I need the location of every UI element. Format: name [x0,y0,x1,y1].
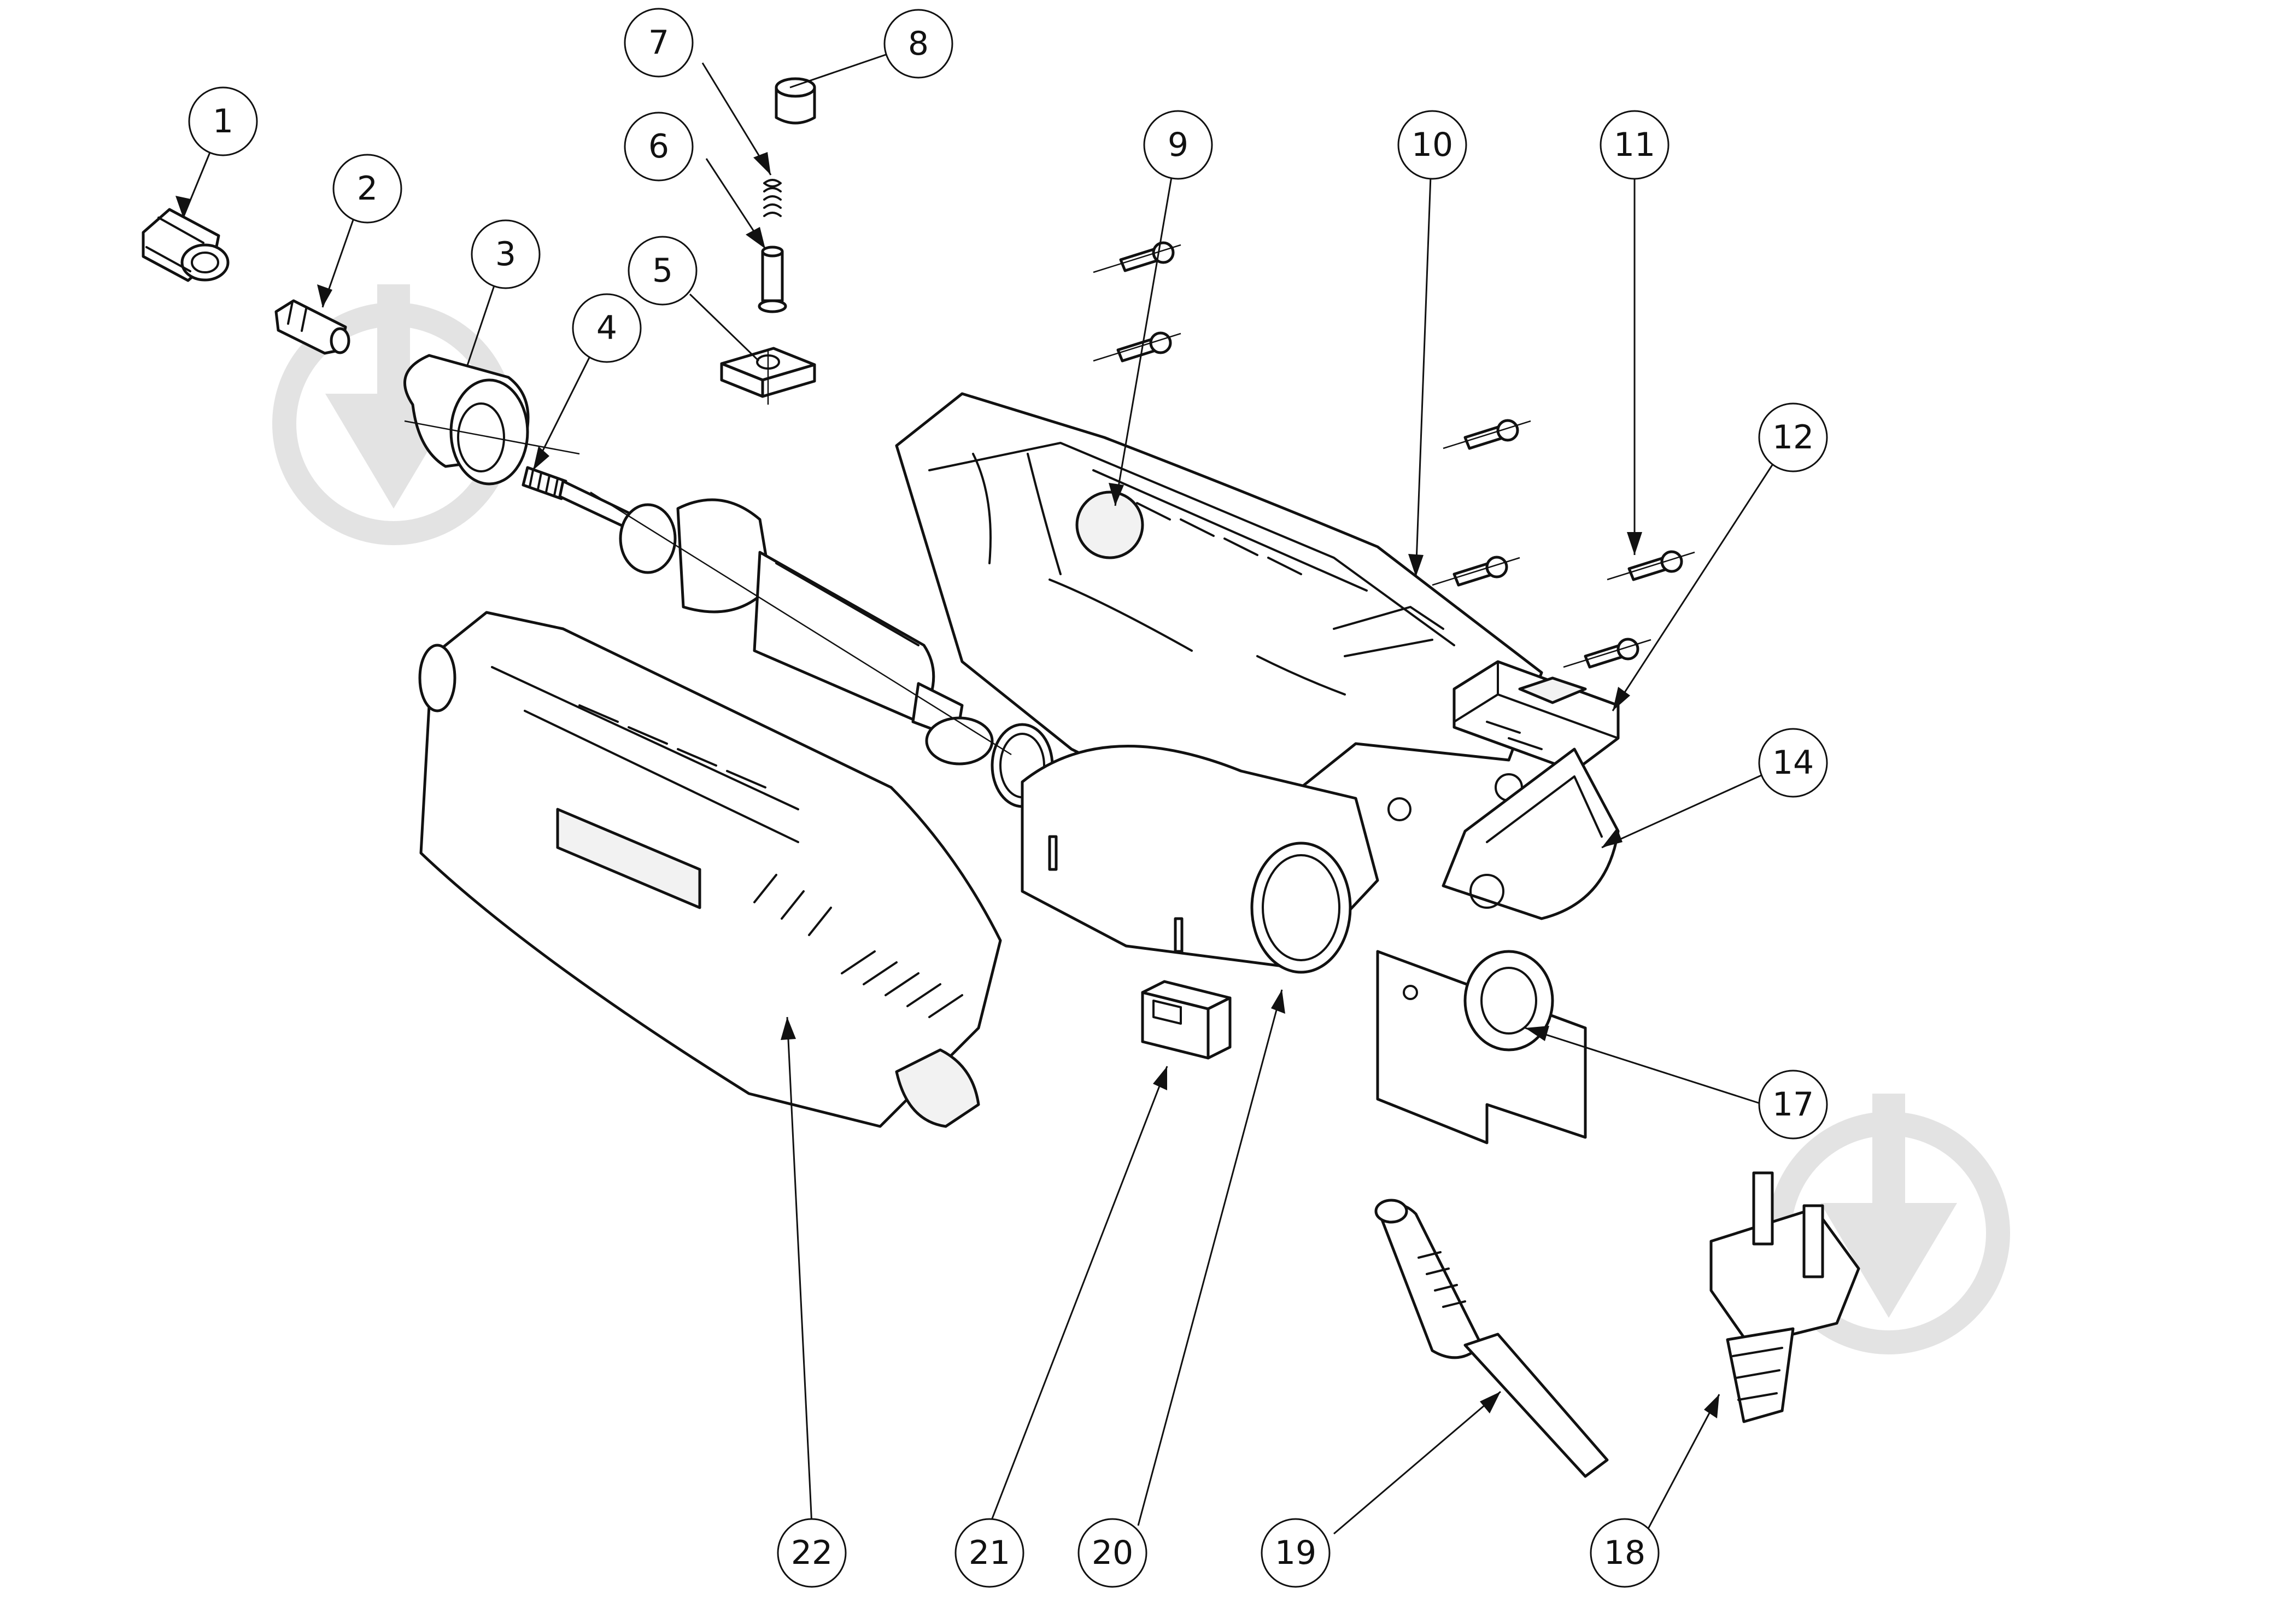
callout-17: 17 [1758,1070,1828,1140]
leader-lines [182,51,1778,1535]
svg-text:20: 20 [1092,1534,1133,1572]
part-switch-module [1141,980,1232,1060]
callout-3: 3 [471,219,541,289]
part-end-cap [1442,747,1620,920]
part-collet [274,299,350,355]
svg-text:12: 12 [1772,418,1814,457]
callout-22: 22 [777,1518,847,1588]
callout-7: 7 [624,8,694,78]
callout-8: 8 [883,9,953,79]
callout-10: 10 [1397,110,1467,180]
callout-20: 20 [1077,1518,1147,1588]
part-motor-housing [1021,745,1379,974]
callout-14: 14 [1758,728,1828,798]
callout-6: 6 [624,112,694,182]
svg-text:14: 14 [1772,744,1814,782]
svg-text:18: 18 [1604,1534,1645,1572]
callout-18: 18 [1590,1518,1660,1588]
part-collet-nut [142,208,230,282]
svg-text:19: 19 [1275,1534,1316,1572]
callout-9: 9 [1143,110,1213,180]
part-housing-half-lower [418,611,1002,1128]
svg-text:3: 3 [495,235,516,273]
part-spring [763,179,782,217]
svg-text:10: 10 [1411,126,1453,164]
part-switch [1452,660,1620,773]
callout-1: 1 [188,86,258,156]
part-lock-button [775,77,816,125]
part-front-cap [403,354,580,486]
callout-12: 12 [1758,402,1828,472]
svg-text:5: 5 [652,252,673,290]
part-cord-clamp-plate [1376,950,1587,1144]
callout-21: 21 [954,1518,1024,1588]
leader-arrowheads [175,152,1719,1418]
svg-text:22: 22 [791,1534,833,1572]
callout-5: 5 [628,236,698,306]
svg-text:7: 7 [648,24,669,62]
svg-text:8: 8 [908,25,929,63]
callout-11: 11 [1600,110,1670,180]
svg-text:4: 4 [596,309,617,347]
svg-text:17: 17 [1772,1085,1814,1124]
svg-text:11: 11 [1614,126,1655,164]
callout-19: 19 [1261,1518,1331,1588]
part-power-cord [1374,1199,1609,1478]
svg-text:21: 21 [969,1534,1010,1572]
part-plug [1709,1171,1860,1423]
svg-text:6: 6 [648,127,669,166]
part-armature-shaft [522,466,1054,808]
callout-2: 2 [332,154,402,224]
callout-4: 4 [572,293,642,363]
part-lock-pin [758,246,787,313]
part-bearing-plate [720,347,816,405]
svg-text:9: 9 [1168,126,1188,164]
svg-text:1: 1 [213,102,233,141]
svg-text:2: 2 [357,170,378,208]
